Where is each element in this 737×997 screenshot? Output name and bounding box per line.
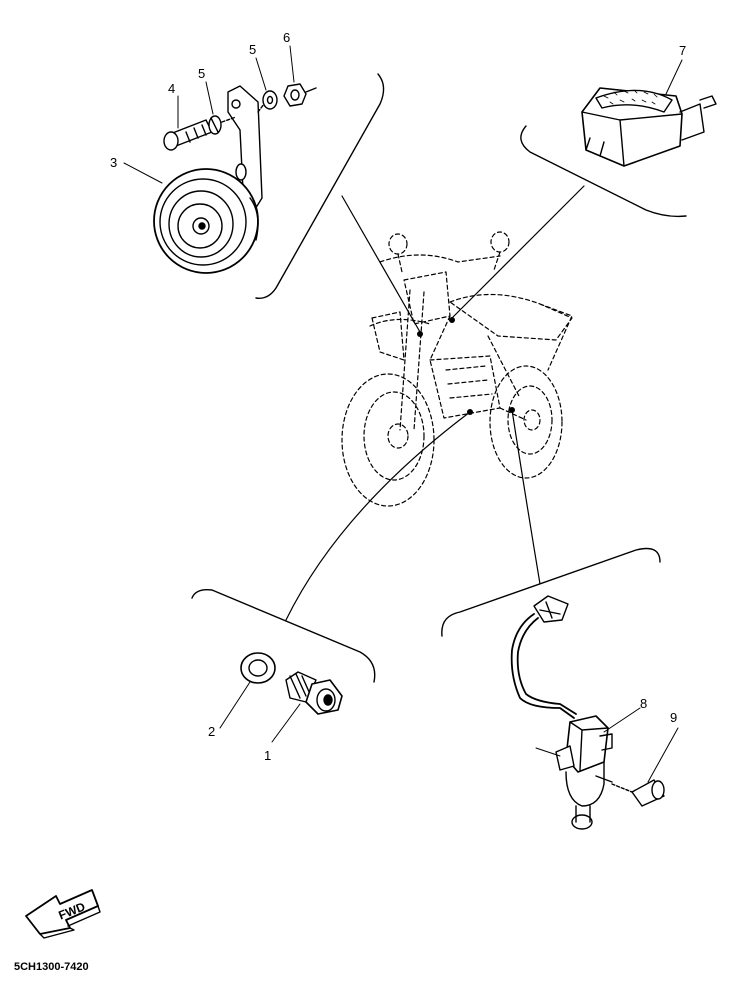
callout-2: 2 — [208, 724, 215, 739]
flat-washer-right — [262, 90, 278, 110]
relay-unit — [581, 87, 717, 167]
sensor-group-bracket — [441, 547, 661, 637]
motorcycle-outline — [341, 231, 573, 507]
callout-4: 4 — [168, 81, 175, 96]
callout-6: 6 — [283, 30, 290, 45]
callout-1: 1 — [264, 748, 271, 763]
callout-3: 3 — [110, 155, 117, 170]
sensor-wire — [510, 613, 577, 719]
motorcycle-leader-lines — [285, 185, 585, 621]
callout-9: 9 — [670, 710, 677, 725]
diagram-code: 5CH1300-7420 — [14, 961, 89, 973]
relay-group-bracket — [520, 125, 687, 218]
horn-nut — [283, 83, 307, 107]
callout-7: 7 — [679, 43, 686, 58]
horn-group-bracket — [255, 73, 385, 299]
callout-5-right: 5 — [249, 42, 256, 57]
speed-sensor — [555, 715, 613, 830]
horn-mount-bolt — [163, 119, 213, 151]
horn-assembly — [153, 83, 317, 274]
neutral-switch — [285, 671, 343, 715]
switch-washer — [240, 652, 276, 684]
fwd-arrow-icon — [25, 889, 101, 939]
callout-5-left: 5 — [198, 66, 205, 81]
sensor-connector — [533, 595, 569, 623]
switch-callout-leaders — [219, 681, 301, 743]
neutral-switch-group-bracket — [191, 588, 376, 683]
sensor-bolt — [611, 779, 665, 807]
relay-callout-leader — [665, 59, 683, 95]
callout-8: 8 — [640, 696, 647, 711]
horn-callout-leaders — [123, 45, 295, 184]
sensor-callout-leaders — [535, 707, 679, 783]
